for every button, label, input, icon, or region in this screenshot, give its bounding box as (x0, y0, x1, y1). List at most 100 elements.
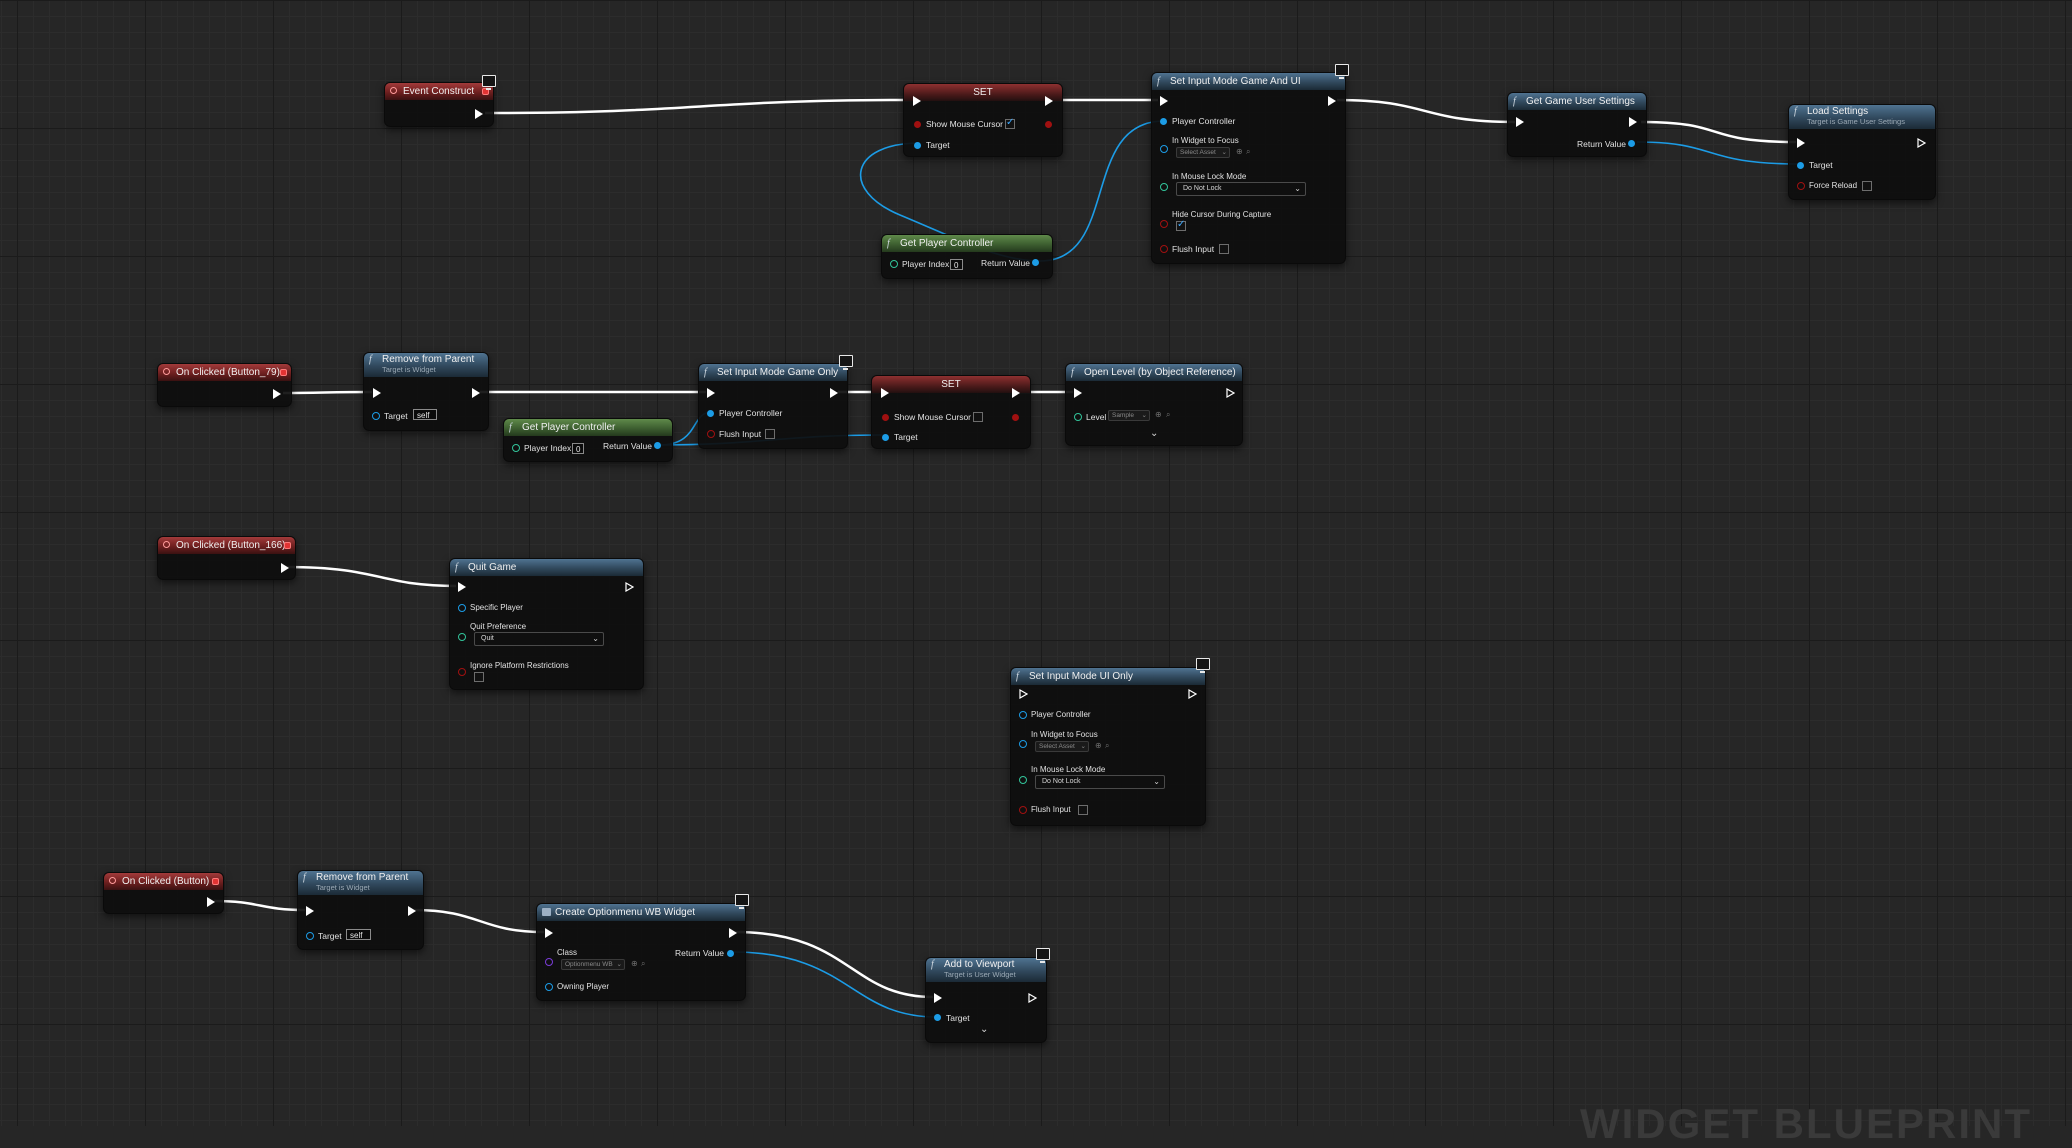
target-pin[interactable] (372, 412, 380, 420)
level-asset-picker[interactable]: Sample⌄ (1108, 410, 1150, 421)
exec-out-pin[interactable] (1629, 117, 1637, 127)
flush-input-checkbox[interactable] (1219, 244, 1229, 254)
widget-focus-pin[interactable] (1160, 145, 1168, 153)
exec-out-pin[interactable] (729, 928, 737, 938)
mouse-lock-pin[interactable] (1019, 776, 1027, 784)
exec-in-pin[interactable] (1074, 388, 1082, 398)
exec-in-pin[interactable] (545, 928, 553, 938)
exec-out-pin[interactable] (1028, 993, 1037, 1003)
force-reload-checkbox[interactable] (1862, 181, 1872, 191)
force-reload-pin[interactable] (1797, 182, 1805, 190)
exec-in-pin[interactable] (306, 906, 314, 916)
exec-out-pin[interactable] (830, 388, 838, 398)
delegate-pin[interactable] (284, 542, 291, 549)
exec-in-pin[interactable] (1160, 96, 1168, 106)
exec-in-pin[interactable] (458, 582, 466, 592)
set-show-cursor-node[interactable]: SET Show Mouse Cursor Target (903, 83, 1063, 157)
event-construct-node[interactable]: Event Construct (384, 82, 494, 127)
browse-asset-icon[interactable]: ⌕ (641, 959, 646, 968)
exec-in-pin[interactable] (881, 388, 889, 398)
specific-player-pin[interactable] (458, 604, 466, 612)
exec-out-pin[interactable] (625, 582, 634, 592)
target-pin[interactable] (882, 434, 889, 441)
asset-picker[interactable]: Select Asset⌄ (1176, 147, 1230, 158)
asset-picker[interactable]: Select Asset⌄ (1035, 741, 1089, 752)
exec-out-pin[interactable] (472, 388, 480, 398)
return-value-pin[interactable] (1032, 259, 1039, 266)
exec-out-pin[interactable] (273, 389, 281, 399)
flush-input-pin[interactable] (707, 430, 715, 438)
exec-in-pin[interactable] (1516, 117, 1524, 127)
target-pin[interactable] (934, 1014, 941, 1021)
player-index-input[interactable]: 0 (572, 443, 584, 454)
flush-input-checkbox[interactable] (1078, 805, 1088, 815)
exec-in-pin[interactable] (934, 993, 942, 1003)
on-clicked-button-node[interactable]: On Clicked (Button) (103, 872, 224, 914)
exec-out-pin[interactable] (1917, 138, 1926, 148)
show-cursor-checkbox[interactable] (973, 412, 983, 422)
player-index-pin[interactable] (512, 444, 520, 452)
use-asset-icon[interactable]: ⊕ (1095, 741, 1102, 750)
use-asset-icon[interactable]: ⊕ (1155, 410, 1162, 419)
delegate-pin[interactable] (280, 369, 287, 376)
class-pin[interactable] (545, 958, 553, 966)
use-asset-icon[interactable]: ⊕ (631, 959, 638, 968)
exec-in-pin[interactable] (1797, 138, 1805, 148)
mouse-lock-pin[interactable] (1160, 183, 1168, 191)
mouse-lock-dropdown[interactable]: Do Not Lock⌄ (1035, 775, 1165, 789)
exec-in-pin[interactable] (707, 388, 715, 398)
target-pin[interactable] (914, 142, 921, 149)
exec-out-pin[interactable] (207, 897, 215, 907)
exec-in-pin[interactable] (373, 388, 381, 398)
flush-input-checkbox[interactable] (765, 429, 775, 439)
flush-input-pin[interactable] (1160, 245, 1168, 253)
exec-out-pin[interactable] (1226, 388, 1235, 398)
use-asset-icon[interactable]: ⊕ (1236, 147, 1243, 156)
browse-asset-icon[interactable]: ⌕ (1166, 410, 1171, 419)
player-controller-pin[interactable] (1160, 118, 1167, 125)
create-widget-node[interactable]: Create Optionmenu WB Widget Class Option… (536, 903, 746, 1001)
target-pin[interactable] (306, 932, 314, 940)
ignore-restrictions-checkbox[interactable] (474, 672, 484, 682)
exec-out-pin[interactable] (1328, 96, 1336, 106)
mouse-lock-dropdown[interactable]: Do Not Lock⌄ (1176, 182, 1306, 196)
exec-out-pin[interactable] (408, 906, 416, 916)
ignore-restrictions-pin[interactable] (458, 668, 466, 676)
on-clicked-button-79-node[interactable]: On Clicked (Button_79) (157, 363, 292, 407)
return-value-pin[interactable] (654, 442, 661, 449)
target-pin[interactable] (1797, 162, 1804, 169)
delegate-pin[interactable] (212, 878, 219, 885)
show-cursor-checkbox[interactable] (1005, 117, 1015, 129)
level-pin[interactable] (1074, 413, 1082, 421)
return-value-pin[interactable] (727, 950, 734, 957)
exec-out-pin[interactable] (1045, 96, 1053, 106)
return-value-pin[interactable] (1628, 140, 1635, 147)
class-picker[interactable]: Optionmenu WB⌄ (561, 959, 625, 970)
exec-in-pin[interactable] (1019, 689, 1028, 699)
bool-out-pin[interactable] (1012, 414, 1019, 421)
owning-player-pin[interactable] (545, 983, 553, 991)
bool-pin[interactable] (914, 121, 921, 128)
exec-out-pin[interactable] (1188, 689, 1197, 699)
flush-input-pin[interactable] (1019, 806, 1027, 814)
quit-preference-dropdown[interactable]: Quit⌄ (474, 632, 604, 646)
exec-out-pin[interactable] (281, 563, 289, 573)
on-clicked-button-166-node[interactable]: On Clicked (Button_166) (157, 536, 296, 580)
exec-in-pin[interactable] (913, 96, 921, 106)
exec-out-pin[interactable] (475, 109, 483, 119)
hide-cursor-checkbox[interactable] (1176, 219, 1186, 231)
widget-focus-pin[interactable] (1019, 740, 1027, 748)
bool-pin[interactable] (882, 414, 889, 421)
browse-asset-icon[interactable]: ⌕ (1105, 741, 1110, 750)
expand-arrow-icon[interactable]: ⌄ (1150, 428, 1159, 439)
